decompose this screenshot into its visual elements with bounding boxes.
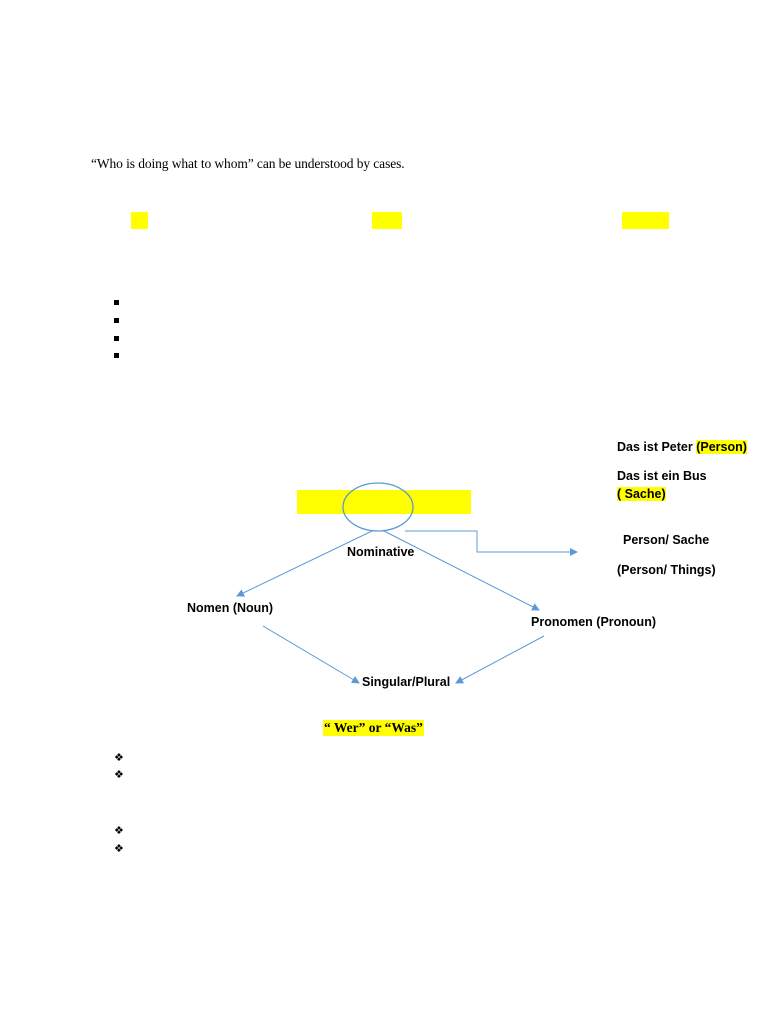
nomen-label: Nomen (Noun) [187, 601, 274, 615]
arrow-nomen-to-singular [262, 625, 360, 684]
nominative-label: Nominative [347, 545, 415, 559]
wer-was-highlight: “ Wer” or “Was” [323, 720, 424, 736]
diamond-bullet-1: ❖ [114, 751, 124, 764]
example-peter-text: Das ist Peter [617, 440, 697, 454]
diamond-bullet-4: ❖ [114, 842, 124, 855]
elbow-arrow-to-person-sache [405, 530, 578, 556]
arrow-to-pronomen [383, 530, 540, 611]
sache-tag: ( Sache) [617, 487, 666, 501]
highlight-box-3 [622, 212, 669, 229]
diamond-bullet-2: ❖ [114, 768, 124, 781]
highlight-box-1 [131, 212, 148, 229]
square-bullet-4 [114, 353, 119, 358]
square-bullet-3 [114, 336, 119, 341]
diagram-highlight-bar [297, 490, 471, 514]
singular-plural-label: Singular/Plural [362, 675, 451, 689]
highlight-box-2 [372, 212, 402, 229]
intro-text: “Who is doing what to whom” can be under… [91, 156, 405, 171]
arrow-to-nomen [236, 530, 373, 597]
example-bus: Das ist ein Bus [617, 469, 707, 483]
person-things-label: (Person/ Things) [617, 563, 716, 577]
square-bullet-1 [114, 300, 119, 305]
pronomen-label: Pronomen (Pronoun) [531, 615, 656, 629]
diamond-bullet-3: ❖ [114, 824, 124, 837]
person-tag: (Person) [696, 440, 747, 454]
example-peter: Das ist Peter (Person) [617, 440, 747, 454]
person-sache-label: Person/ Sache [623, 533, 710, 547]
arrow-pronomen-to-plural [455, 635, 545, 684]
square-bullet-2 [114, 318, 119, 323]
